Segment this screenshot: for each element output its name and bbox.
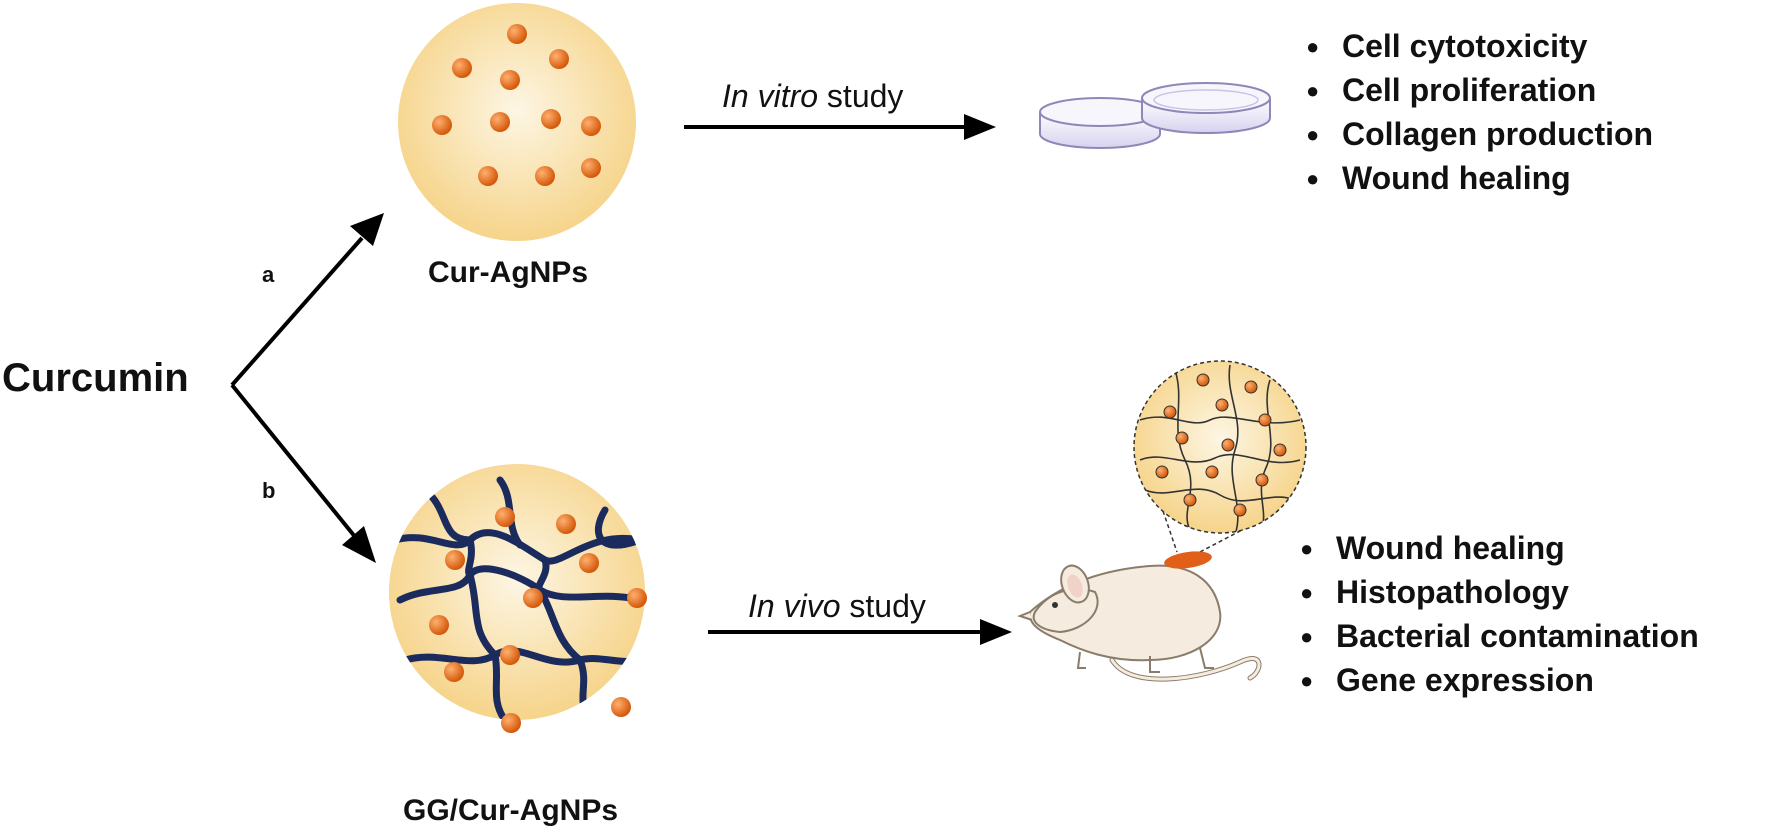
in-vivo-suffix: study: [840, 588, 926, 624]
nanoparticle-icon: [429, 507, 647, 733]
cur-agnps-sphere: [398, 3, 636, 241]
zoom-line-left: [1162, 510, 1178, 553]
wound-site: [1164, 551, 1212, 569]
curcumin-label: Curcumin: [2, 356, 189, 400]
list-item: Wound healing: [1300, 526, 1699, 570]
in-vivo-arrowhead: [980, 619, 1012, 645]
in-vitro-italic: In vitro: [722, 78, 819, 114]
list-item: Cell proliferation: [1306, 68, 1653, 112]
in-vivo-outcomes-list: Wound healing Histopathology Bacterial c…: [1300, 526, 1699, 702]
list-item: Bacterial contamination: [1300, 614, 1699, 658]
list-item: Wound healing: [1306, 156, 1653, 200]
nanoparticle-icon: [432, 24, 601, 186]
in-vitro-suffix: study: [818, 78, 904, 114]
petri-dish-icon: [1039, 82, 1271, 149]
in-vivo-study-label: In vivo study: [748, 590, 926, 622]
list-item: Cell cytotoxicity: [1306, 24, 1653, 68]
in-vitro-arrowhead: [964, 114, 996, 140]
branch-line-a: [230, 236, 364, 387]
list-item: Histopathology: [1300, 570, 1699, 614]
list-item: Collagen production: [1306, 112, 1653, 156]
in-vitro-study-label: In vitro study: [722, 80, 903, 112]
arrowhead-b: [342, 526, 376, 563]
cur-agnps-label: Cur-AgNPs: [428, 256, 589, 289]
route-b-label: b: [262, 478, 276, 503]
gg-cur-agnps-label: GG/Cur-AgNPs: [403, 794, 619, 827]
route-a-label: a: [262, 262, 275, 287]
nanoparticle-icon: [1155, 373, 1287, 517]
mouse-icon: [1017, 510, 1279, 682]
wound-dressing-inset: [1133, 360, 1307, 534]
branch-line-b: [230, 383, 358, 540]
list-item: Gene expression: [1300, 658, 1699, 702]
gg-cur-agnps-sphere: [389, 464, 647, 733]
in-vivo-italic: In vivo: [748, 588, 841, 624]
in-vitro-outcomes-list: Cell cytotoxicity Cell proliferation Col…: [1306, 24, 1653, 200]
arrowhead-a: [350, 213, 384, 246]
